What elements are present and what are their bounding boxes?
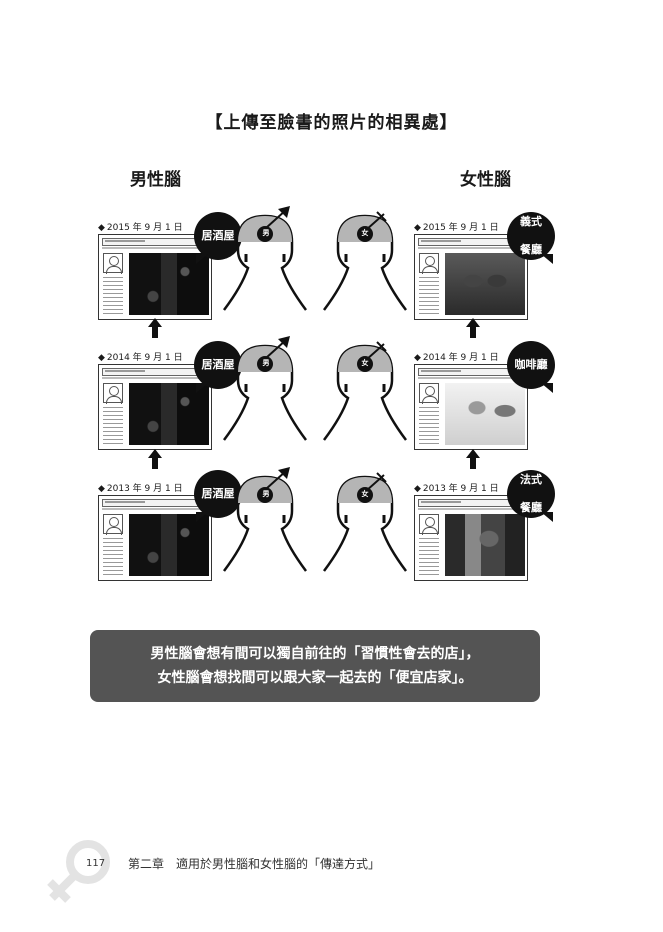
profile-avatar-icon <box>103 383 123 404</box>
profile-avatar-icon <box>419 253 439 274</box>
summary-callout: 男性腦會想有間可以獨自前往的「習慣性會去的店」， 女性腦會想找間可以跟大家一起去… <box>90 630 540 702</box>
male-symbol-label: 男 <box>262 490 270 498</box>
male-brain-heading: 男性腦 <box>130 170 181 190</box>
male-symbol-label: 男 <box>262 359 270 367</box>
french-restaurant-photo <box>445 514 525 576</box>
male-facebook-post-2013 <box>98 495 212 581</box>
profile-avatar-icon <box>103 253 123 274</box>
female-brain-head-icon <box>322 211 408 311</box>
izakaya-photo <box>129 253 209 315</box>
male-date-2013: ◆2013 年 9 月 1 日 <box>98 484 183 494</box>
page-number: 117 <box>86 858 106 869</box>
italian-restaurant-photo <box>445 253 525 315</box>
male-brain-head-icon <box>222 467 308 572</box>
female-facebook-post-2015 <box>414 234 528 320</box>
up-arrow-icon <box>466 318 480 338</box>
male-place-bubble-2014: 居酒屋 <box>194 341 242 393</box>
izakaya-photo <box>129 383 209 445</box>
female-brain-head-icon <box>322 341 408 441</box>
female-place-bubble-2014: 咖啡廳 <box>507 341 555 393</box>
chapter-title: 第二章 適用於男性腦和女性腦的「傳達方式」 <box>128 857 381 871</box>
male-place-bubble-2015: 居酒屋 <box>194 212 242 264</box>
male-date-2015: ◆2015 年 9 月 1 日 <box>98 223 183 233</box>
male-symbol-label: 男 <box>262 229 270 237</box>
summary-line-2: 女性腦會想找間可以跟大家一起去的「便宜店家」。 <box>157 670 473 686</box>
female-symbol-label: 女 <box>361 359 369 367</box>
female-date-2015: ◆2015 年 9 月 1 日 <box>414 223 499 233</box>
female-brain-head-icon <box>322 472 408 572</box>
male-brain-head-icon <box>222 206 308 311</box>
cafe-photo <box>445 383 525 445</box>
female-brain-heading: 女性腦 <box>460 170 511 190</box>
female-place-bubble-2013: 法式餐廳 <box>507 470 555 522</box>
gender-symbol-icon <box>47 840 110 903</box>
male-facebook-post-2015 <box>98 234 212 320</box>
up-arrow-icon <box>466 449 480 469</box>
male-place-bubble-2013: 居酒屋 <box>194 470 242 522</box>
summary-line-1: 男性腦會想有間可以獨自前往的「習慣性會去的店」， <box>150 646 480 662</box>
female-facebook-post-2014 <box>414 364 528 450</box>
izakaya-photo <box>129 514 209 576</box>
page-title: 【上傳至臉書的照片的相異處】 <box>205 113 458 133</box>
profile-avatar-icon <box>419 514 439 535</box>
female-facebook-post-2013 <box>414 495 528 581</box>
male-facebook-post-2014 <box>98 364 212 450</box>
male-brain-head-icon <box>222 336 308 441</box>
female-date-2013: ◆2013 年 9 月 1 日 <box>414 484 499 494</box>
female-symbol-label: 女 <box>361 490 369 498</box>
up-arrow-icon <box>148 318 162 338</box>
female-date-2014: ◆2014 年 9 月 1 日 <box>414 353 499 363</box>
male-date-2014: ◆2014 年 9 月 1 日 <box>98 353 183 363</box>
female-place-bubble-2015: 義式餐廳 <box>507 212 555 264</box>
up-arrow-icon <box>148 449 162 469</box>
female-symbol-label: 女 <box>361 229 369 237</box>
profile-avatar-icon <box>419 383 439 404</box>
profile-avatar-icon <box>103 514 123 535</box>
